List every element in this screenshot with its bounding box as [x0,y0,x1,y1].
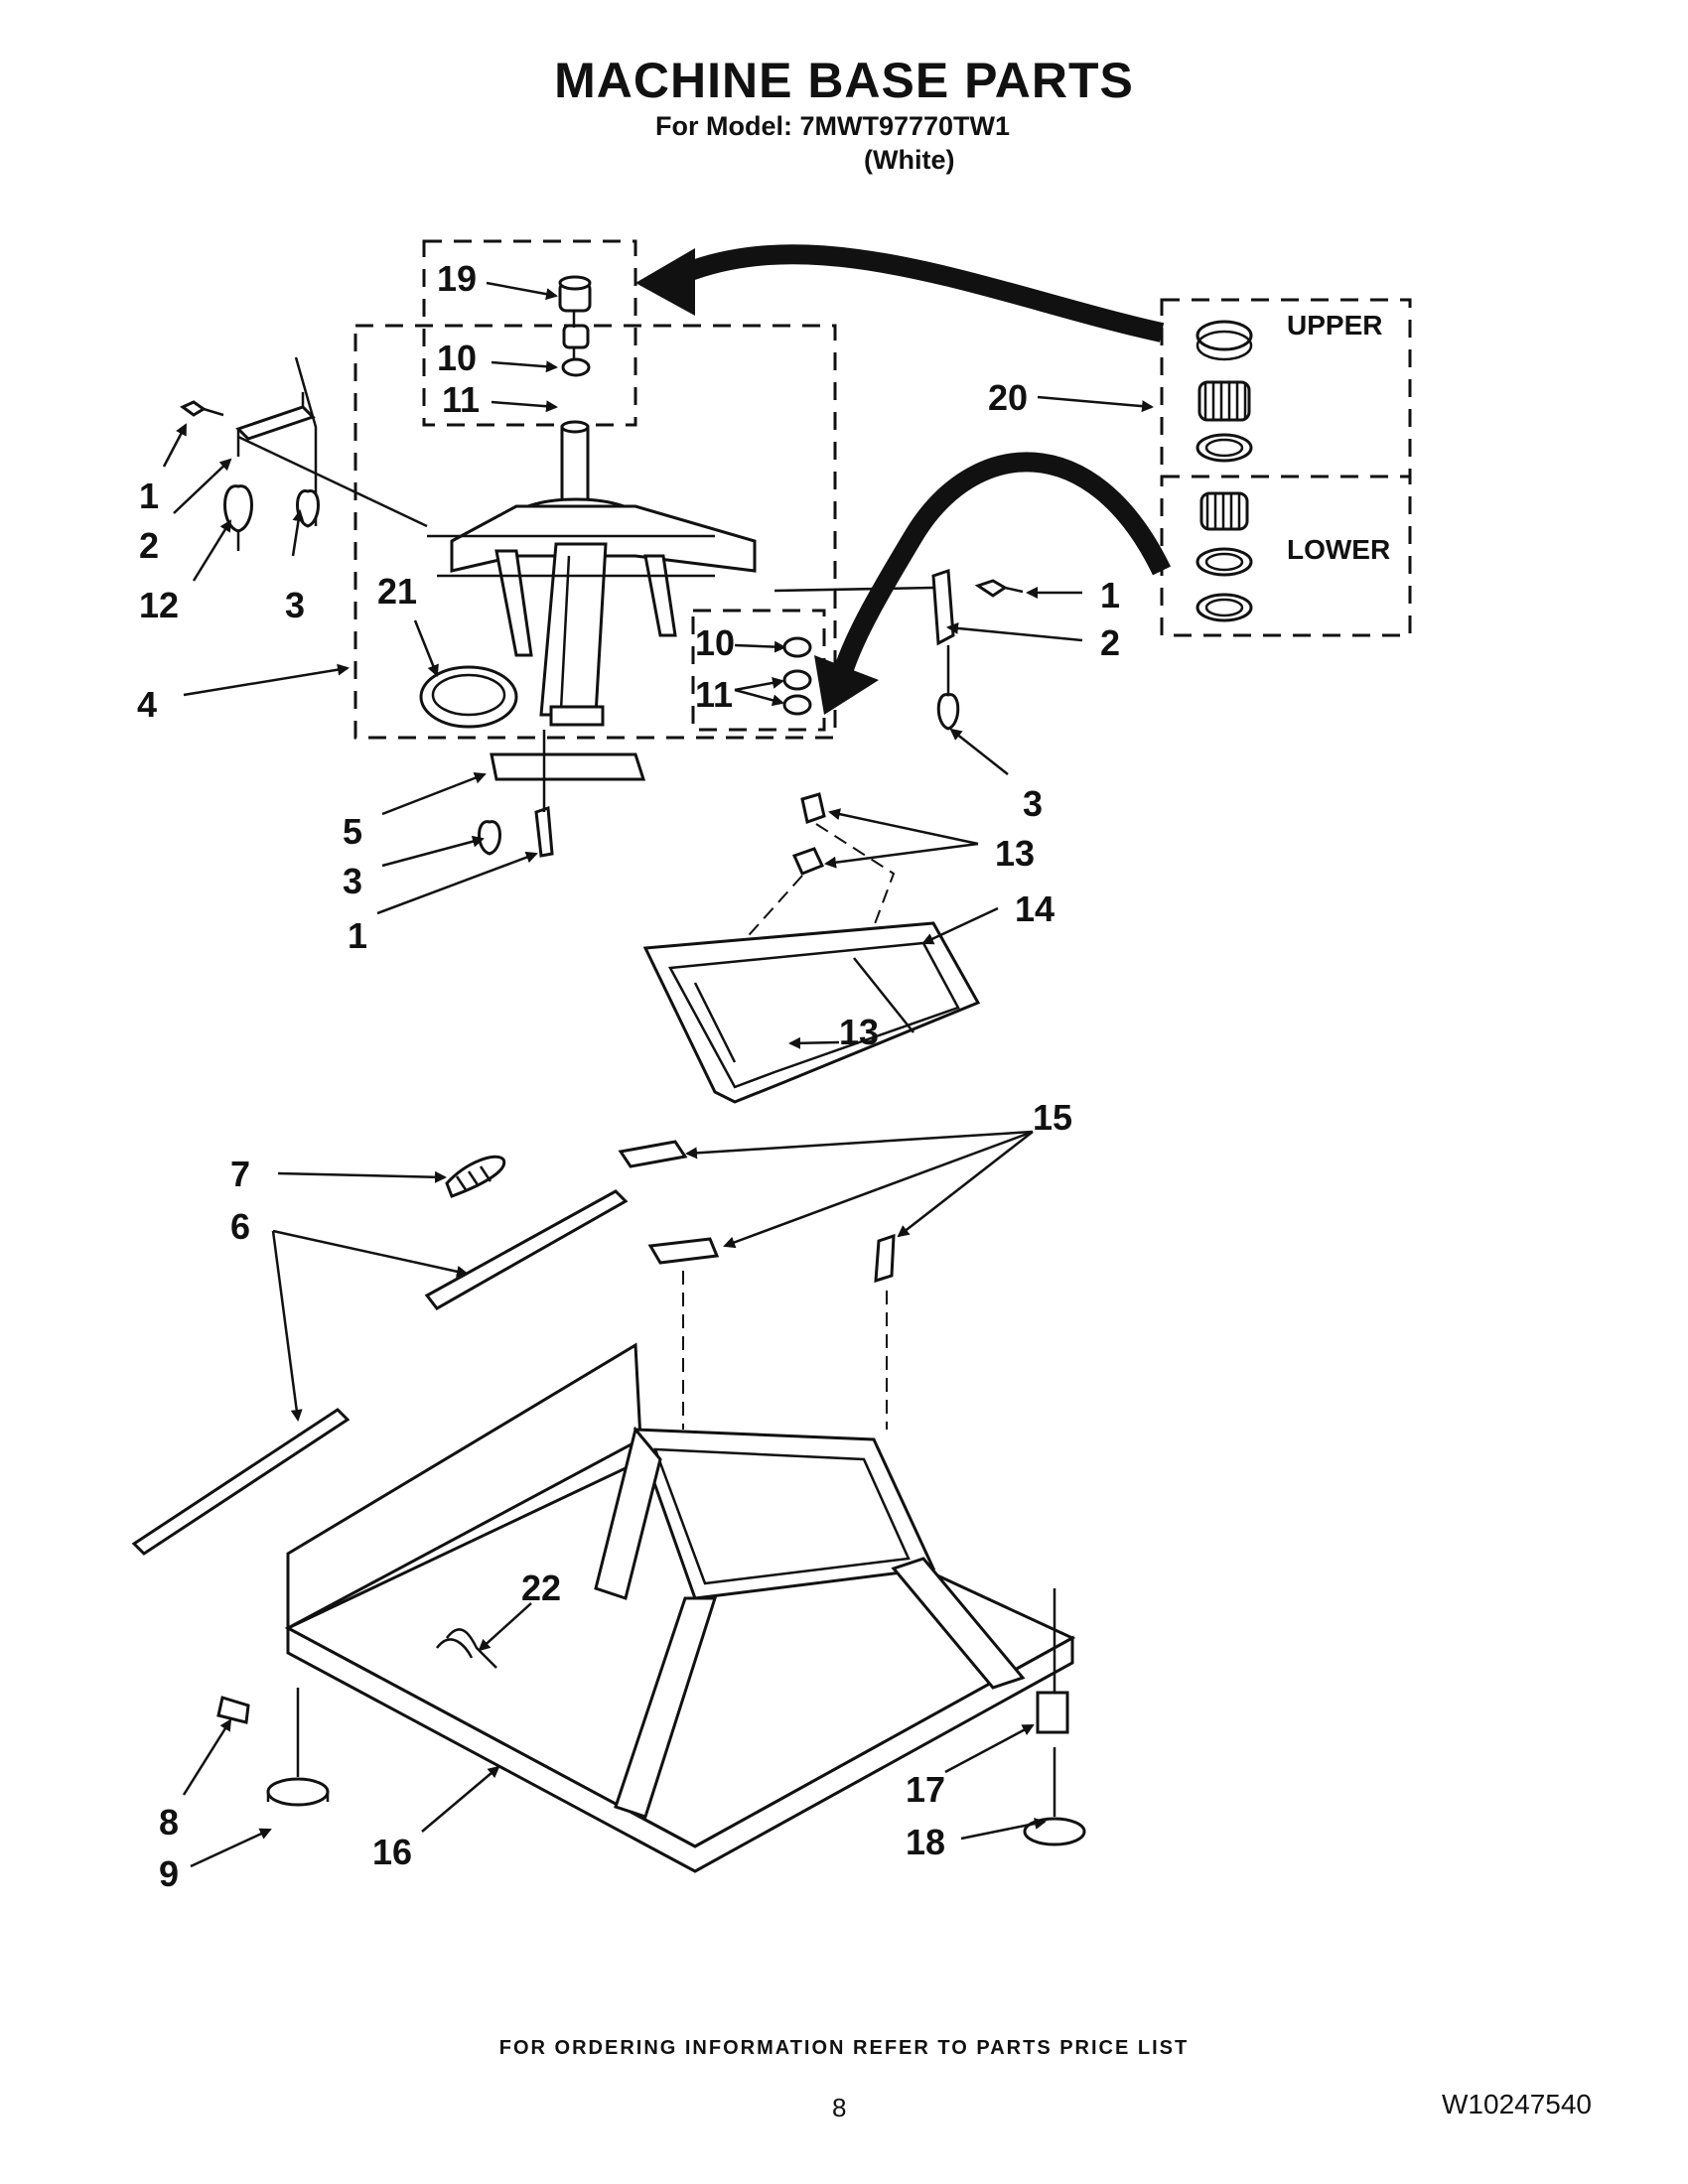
callout-21: 21 [377,571,417,612]
callout-22: 22 [521,1568,561,1608]
bushing-group-box-top [422,239,637,427]
clip-guide-lines [682,1271,888,1430]
pad-guide-lines [714,823,896,974]
brace-straps [131,1189,629,1556]
callout-3: 3 [343,861,362,901]
tension-spring-part [445,1155,506,1198]
callout-7: 7 [230,1154,250,1194]
tub-seal-part [419,665,518,729]
left-bracket-assembly [180,356,428,551]
lower-bearing-set [1196,491,1253,622]
base-frame-part [284,1342,1076,1873]
model-line: For Model: 7MWT97770TW1 [655,111,1011,141]
callout-14: 14 [1015,888,1055,929]
callout-13: 13 [995,833,1035,874]
callout-6: 6 [230,1206,250,1247]
kit-arrow-lower-head [814,655,879,715]
right-foot-parts [1023,1588,1086,1846]
callout-2: 2 [1100,622,1120,663]
upper-bearing-set [1196,320,1253,463]
callout-11: 11 [695,674,733,715]
callout-4: 4 [137,684,157,725]
lower-bracket-assembly [478,730,646,858]
lower-bushings [782,636,812,716]
callout-3: 3 [285,585,305,625]
callout-17: 17 [906,1769,945,1810]
callout-18: 18 [906,1822,945,1862]
callout-1: 1 [139,476,159,516]
callout-20: 20 [988,377,1028,418]
leveling-clip-part [436,1628,497,1669]
callout-8: 8 [159,1802,179,1843]
callout-13: 13 [839,1012,879,1052]
callout-2: 2 [139,525,159,566]
document-id: W10247540 [1442,2089,1593,2119]
ordering-note: FOR ORDERING INFORMATION REFER TO PARTS … [498,2037,1190,2059]
page-number: 8 [832,2093,847,2122]
callout-10: 10 [695,622,735,663]
kit-arrow-lower [832,452,1172,678]
kit-arrow-upper-head [635,248,695,316]
bearing-kit-lower-box [1160,475,1412,637]
callout-9: 9 [159,1853,179,1894]
gearcase-group-box [353,324,837,740]
callout-3: 3 [1023,783,1043,824]
gearcase-assembly [427,311,757,727]
right-bracket-assembly [774,568,1024,731]
callout-15: 15 [1033,1097,1072,1138]
callout-19: 19 [437,258,477,299]
kit-arrow-upper [681,244,1165,342]
lower-kit-label: LOWER [1287,534,1390,565]
top-frame-part [642,921,981,1104]
callout-1: 1 [1100,575,1120,615]
callout-10: 10 [437,338,477,378]
color-line: (White) [864,145,955,175]
callout-1: 1 [348,915,367,956]
callout-11: 11 [442,379,480,420]
callout-16: 16 [372,1832,412,1872]
upper-kit-label: UPPER [1287,310,1382,341]
leader-lines [162,281,1154,1868]
page-title: MACHINE BASE PARTS [554,53,1134,108]
mounting-clips [618,1140,896,1284]
callout-5: 5 [343,811,362,852]
left-foot-parts [216,1688,330,1807]
callout-12: 12 [139,585,179,625]
